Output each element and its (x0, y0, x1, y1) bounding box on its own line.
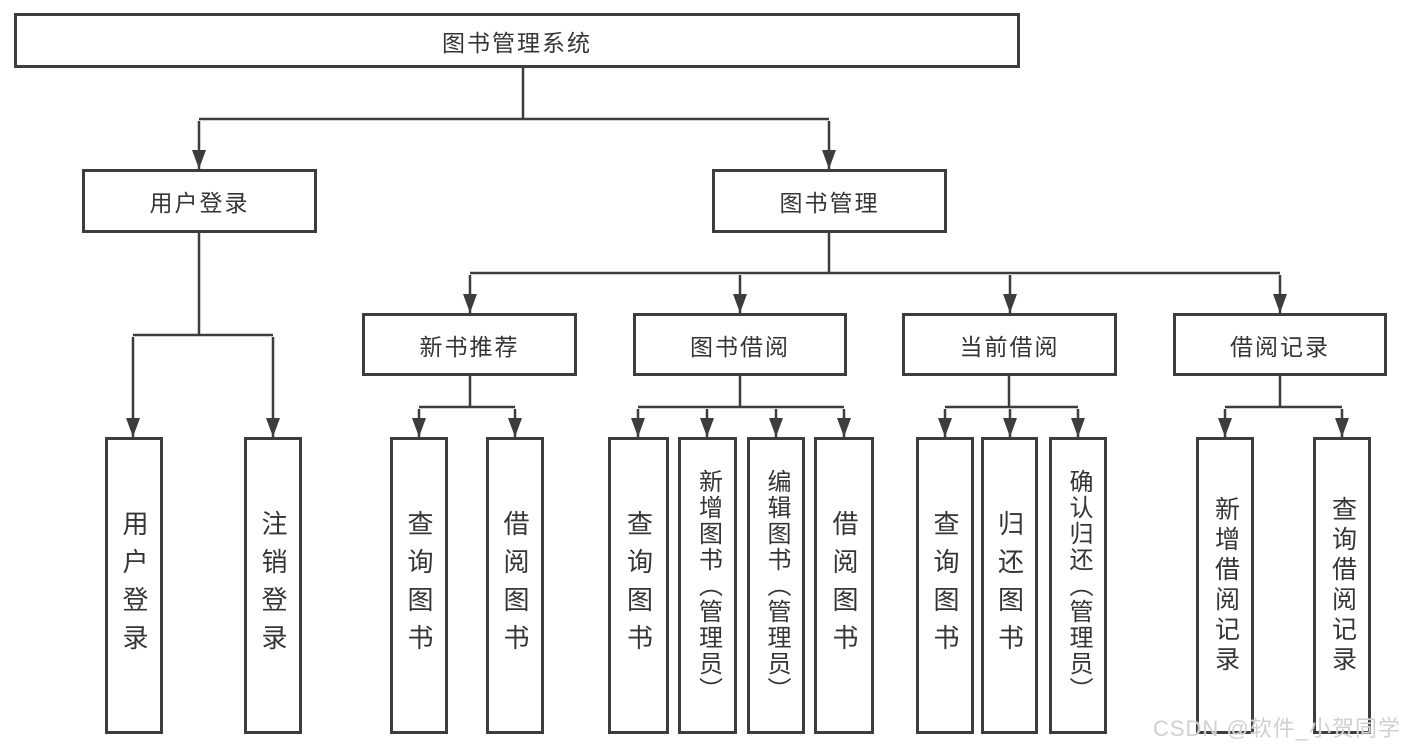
node-edit-books-admin: 编辑图书（管理员） (747, 437, 805, 734)
node-current-query-books: 查询图书 (916, 437, 974, 734)
node-borrowing-records: 借阅记录 (1173, 313, 1387, 376)
node-label: 借阅图书 (500, 509, 530, 662)
node-label: 借阅记录 (1230, 333, 1330, 360)
node-book-borrowing: 图书借阅 (633, 313, 847, 376)
node-label: 查询图书 (404, 509, 434, 662)
node-borrowing-borrow-books: 借阅图书 (814, 437, 874, 734)
node-add-borrow-record: 新增借阅记录 (1196, 437, 1254, 734)
node-current-borrowing: 当前借阅 (902, 313, 1117, 376)
csdn-watermark: CSDN @软件_小贺同学 (1152, 716, 1401, 741)
node-add-books-admin: 新增图书（管理员） (678, 437, 737, 734)
node-user-login-leaf: 用户登录 (105, 437, 163, 734)
node-label: 新增图书（管理员） (694, 468, 722, 703)
node-label: 归还图书 (994, 509, 1025, 662)
node-book-management-branch: 图书管理 (712, 169, 947, 233)
node-label: 查询借阅记录 (1328, 495, 1357, 676)
node-label: 新增借阅记录 (1211, 495, 1240, 676)
node-label: 当前借阅 (959, 333, 1060, 360)
node-label: 图书借阅 (690, 333, 790, 360)
node-new-book-recommendation: 新书推荐 (362, 313, 577, 376)
node-borrowing-query-books: 查询图书 (608, 437, 669, 734)
node-library-management-system: 图书管理系统 (14, 13, 1020, 68)
node-logout-leaf: 注销登录 (244, 437, 302, 734)
node-label: 用户登录 (119, 509, 149, 662)
node-confirm-return-admin: 确认归还（管理员） (1049, 437, 1107, 734)
node-label: 编辑图书（管理员） (763, 468, 790, 703)
node-query-borrow-record: 查询借阅记录 (1313, 437, 1371, 734)
node-label: 确认归还（管理员） (1065, 468, 1092, 703)
node-label: 查询图书 (623, 509, 654, 662)
node-label: 查询图书 (930, 509, 960, 662)
node-label: 注销登录 (258, 509, 288, 662)
node-label: 图书管理 (779, 190, 880, 216)
node-recommend-borrow-books: 借阅图书 (486, 437, 544, 734)
node-label: 新书推荐 (419, 333, 520, 360)
node-label: 用户登录 (149, 190, 250, 216)
node-label: 借阅图书 (829, 509, 859, 662)
node-return-books: 归还图书 (981, 437, 1038, 734)
node-user-login-branch: 用户登录 (82, 169, 317, 233)
node-recommend-query-books: 查询图书 (390, 437, 448, 734)
node-label: 图书管理系统 (442, 29, 592, 56)
